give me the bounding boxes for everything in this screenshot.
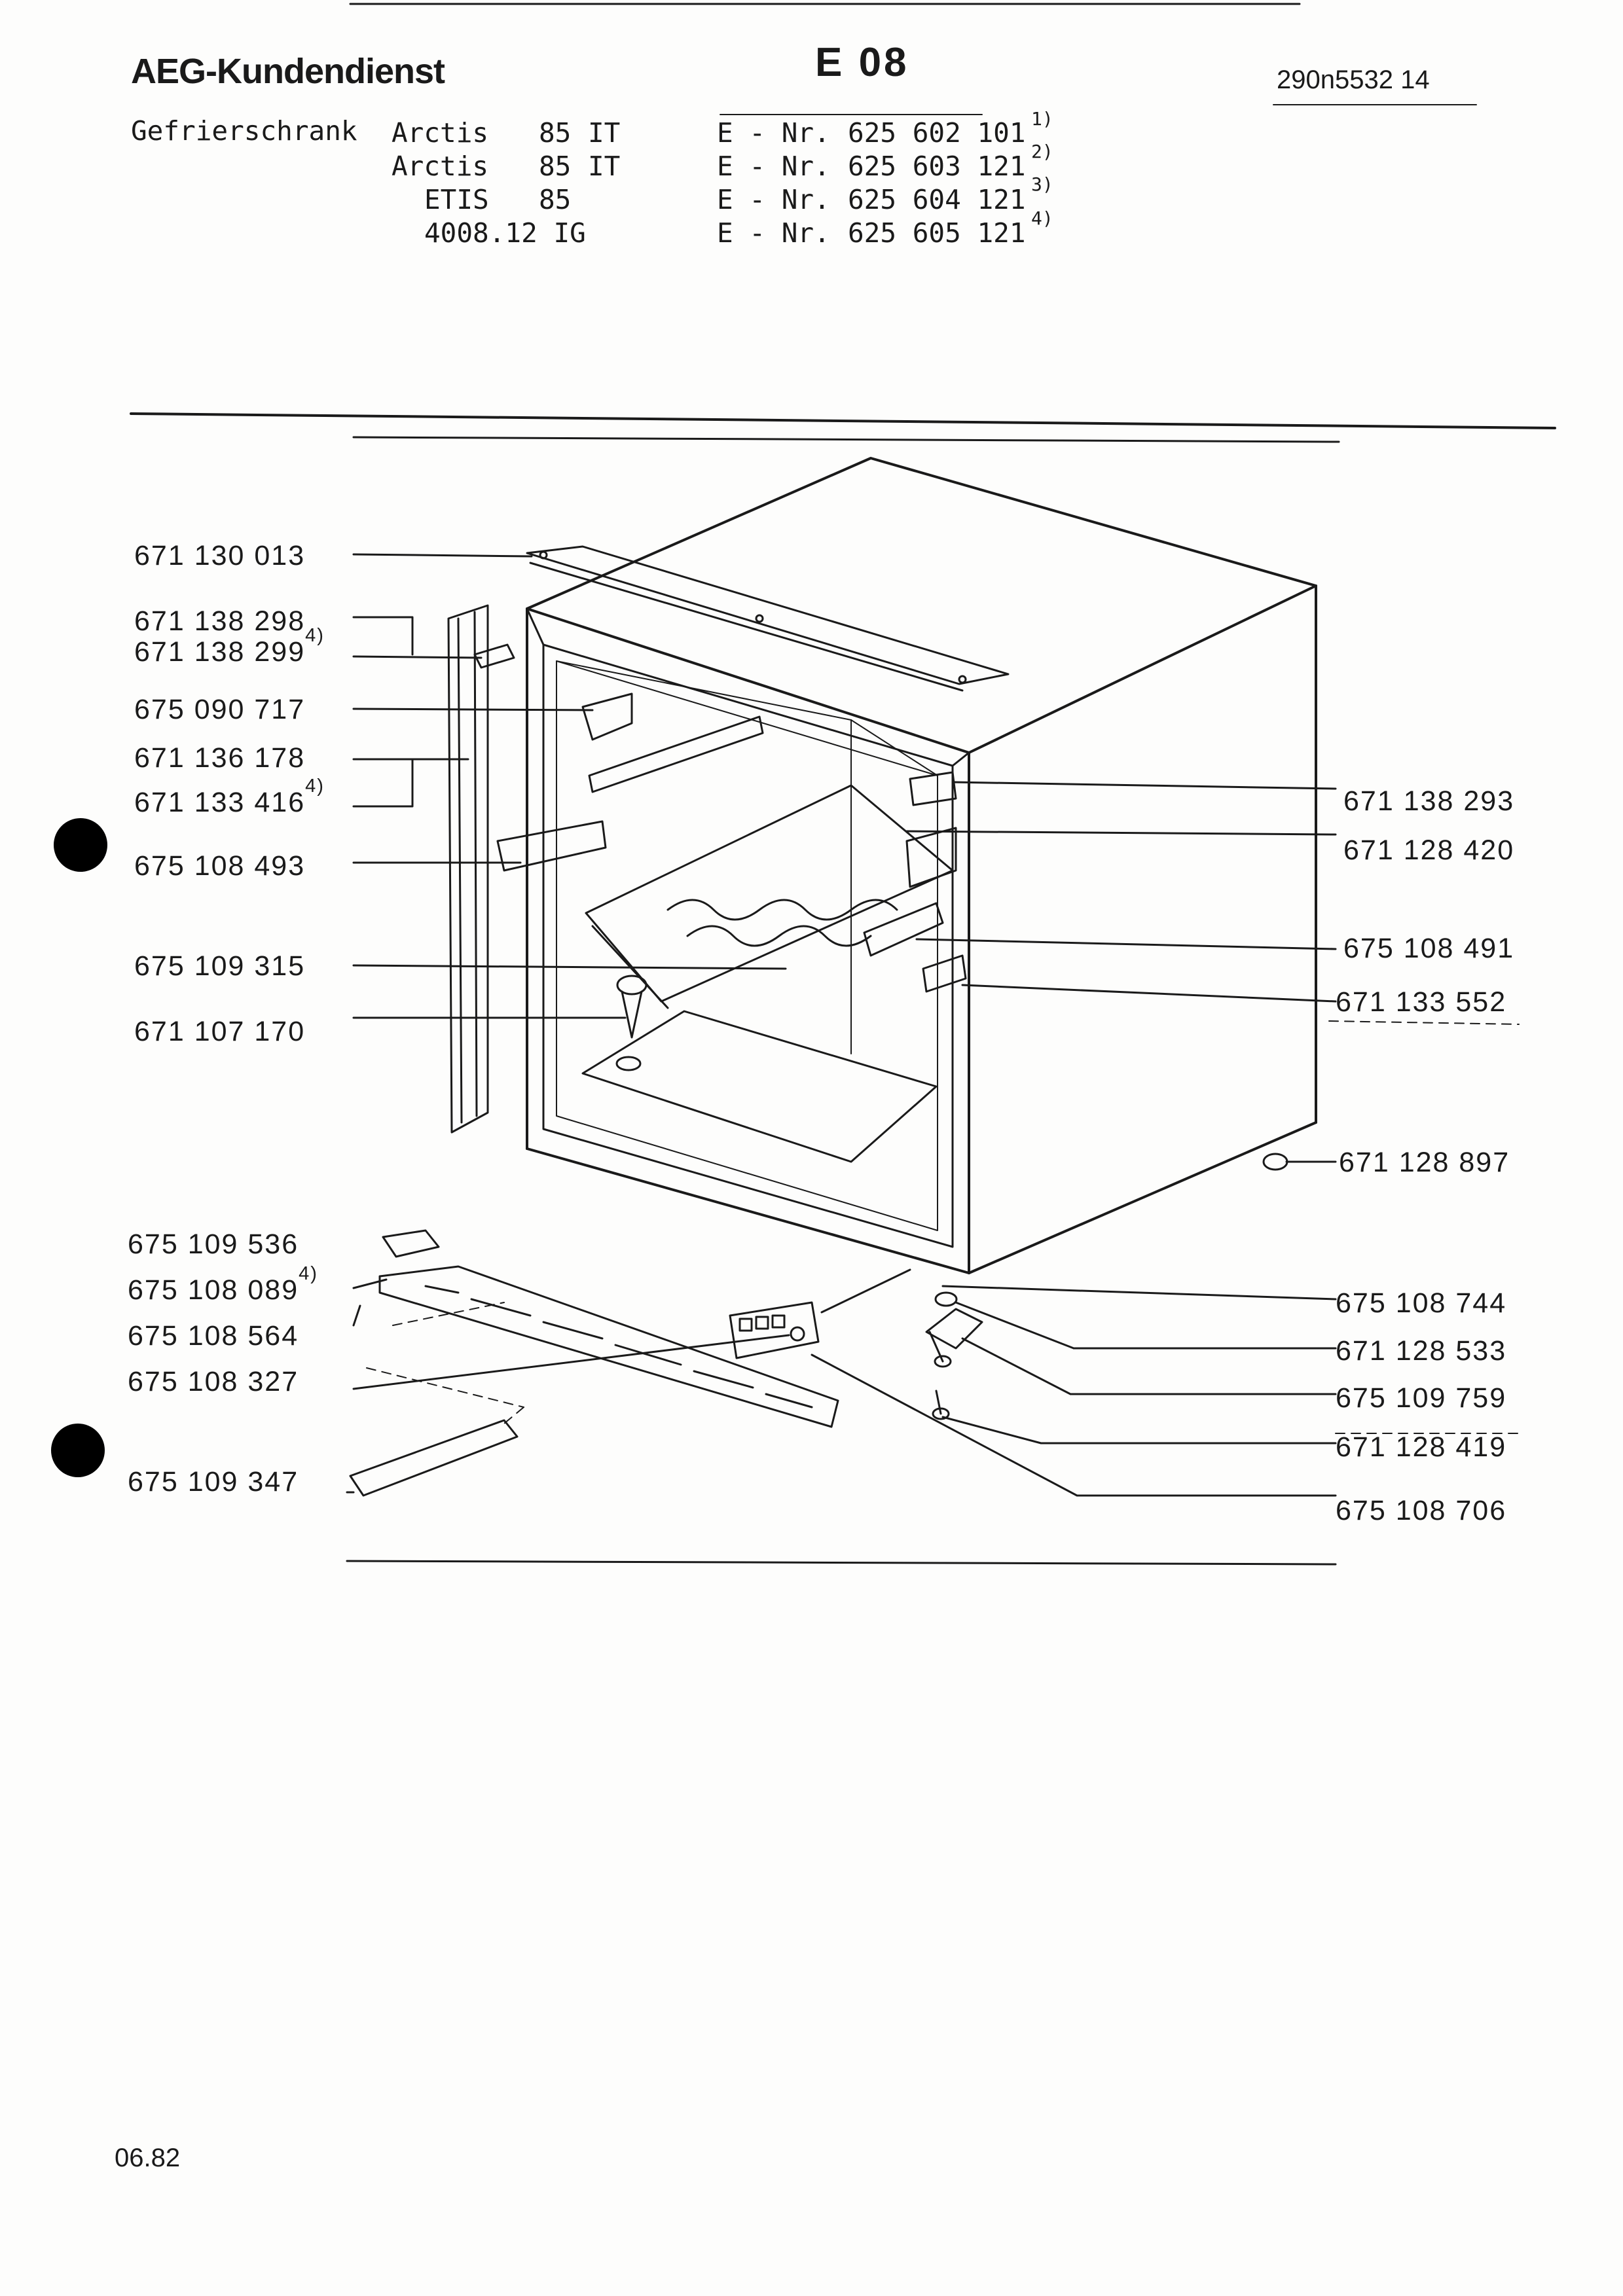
part-label-right: 675 108 706 xyxy=(1336,1495,1507,1526)
part-label-left: 675 109 315 xyxy=(134,950,306,982)
model-variant: IT xyxy=(588,117,621,149)
bracket-right xyxy=(905,827,957,888)
bullet-marker xyxy=(51,1424,105,1477)
part-label-left: 675 108 493 xyxy=(134,850,306,882)
part-label-left: 675 108 564 xyxy=(128,1320,299,1352)
small-clip xyxy=(382,1229,440,1258)
bullet-marker xyxy=(54,818,107,872)
thermostat-cover xyxy=(349,1419,519,1497)
clip-right xyxy=(863,902,944,957)
drain-plug xyxy=(616,975,647,1039)
enr-footnote: 4) xyxy=(1031,207,1053,229)
enr-label: E - Nr. xyxy=(717,217,830,249)
part-label-left: 671 130 013 xyxy=(134,540,306,571)
model-name: Arctis xyxy=(392,117,489,149)
leader-lines-right xyxy=(811,781,1337,1497)
document-number: 290n5532 14 xyxy=(1277,65,1430,94)
guide-dashes xyxy=(366,1020,1520,1434)
clip-left xyxy=(496,820,607,872)
part-label-right: 671 128 897 xyxy=(1339,1147,1510,1178)
part-label-left: 671 138 2994) xyxy=(134,625,325,668)
part-label-right: 675 108 491 xyxy=(1343,933,1515,964)
enr-number: 625 603 121 xyxy=(848,151,1026,182)
brand-title: AEG-Kundendienst xyxy=(131,52,445,91)
enr-label: E - Nr. xyxy=(717,151,830,182)
part-label-left: 675 108 0894) xyxy=(128,1263,318,1306)
door-seal-strip xyxy=(447,604,489,1134)
enr-footnote: 3) xyxy=(1031,173,1053,195)
enr-footnote: 1) xyxy=(1031,108,1053,130)
lower-tray xyxy=(581,1010,938,1163)
clip-upper xyxy=(581,692,633,741)
drawing-top-rule xyxy=(352,436,1340,443)
section-rule xyxy=(130,412,1556,429)
part-label-left: 675 108 327 xyxy=(128,1366,299,1397)
part-label-left: 675 109 347 xyxy=(128,1466,299,1498)
model-name: Arctis xyxy=(392,151,489,182)
part-label-right: 671 128 533 xyxy=(1336,1335,1507,1367)
part-label-left: 675 109 536 xyxy=(128,1229,299,1260)
bracket-top xyxy=(473,643,515,669)
clip-small xyxy=(922,954,967,993)
model-variant: IT xyxy=(588,151,621,182)
hinge-plate-upper xyxy=(909,771,957,806)
top-cover-strip xyxy=(526,545,1010,692)
enr-footnote: 2) xyxy=(1031,141,1053,162)
model-name: ETIS xyxy=(424,184,489,215)
cabinet-body xyxy=(526,457,1317,1274)
leader-lines-left xyxy=(346,553,790,1494)
enr-label: E - Nr. xyxy=(717,117,830,149)
model-size: 85 xyxy=(539,184,572,215)
control-panel xyxy=(729,1268,911,1359)
part-label-left: 671 138 298 xyxy=(134,605,306,637)
ventilation-grille xyxy=(378,1265,839,1428)
model-name: 4008.12 IG xyxy=(424,217,586,249)
model-size: 85 xyxy=(539,117,572,149)
enr-number: 625 605 121 xyxy=(848,217,1026,249)
sheet-code: E 08 xyxy=(815,40,909,85)
part-label-right: 671 133 552 xyxy=(1336,986,1507,1018)
part-label-right: 671 128 419 xyxy=(1336,1431,1507,1463)
part-label-left: 675 090 717 xyxy=(134,694,306,725)
evaporator-shelf xyxy=(585,784,954,1009)
enr-number: 625 602 101 xyxy=(848,117,1026,149)
part-label-left: 671 136 178 xyxy=(134,742,306,774)
print-date: 06.82 xyxy=(115,2144,181,2172)
lower-hinge xyxy=(925,1291,983,1420)
part-label-right: 675 108 744 xyxy=(1336,1287,1507,1319)
enr-label: E - Nr. xyxy=(717,184,830,215)
part-label-left: 671 107 170 xyxy=(134,1016,306,1047)
drawing-bottom-rule xyxy=(346,1560,1337,1566)
part-label-left: 671 133 4164) xyxy=(134,776,325,818)
part-label-right: 675 109 759 xyxy=(1336,1382,1507,1414)
enr-number: 625 604 121 xyxy=(848,184,1026,215)
foot-pad xyxy=(1262,1153,1288,1171)
part-label-right: 671 128 420 xyxy=(1343,834,1515,866)
part-label-right: 671 138 293 xyxy=(1343,785,1515,817)
shelf-rail-upper xyxy=(588,715,764,793)
appliance-type: Gefrierschrank xyxy=(131,115,357,147)
model-size: 85 xyxy=(539,151,572,182)
